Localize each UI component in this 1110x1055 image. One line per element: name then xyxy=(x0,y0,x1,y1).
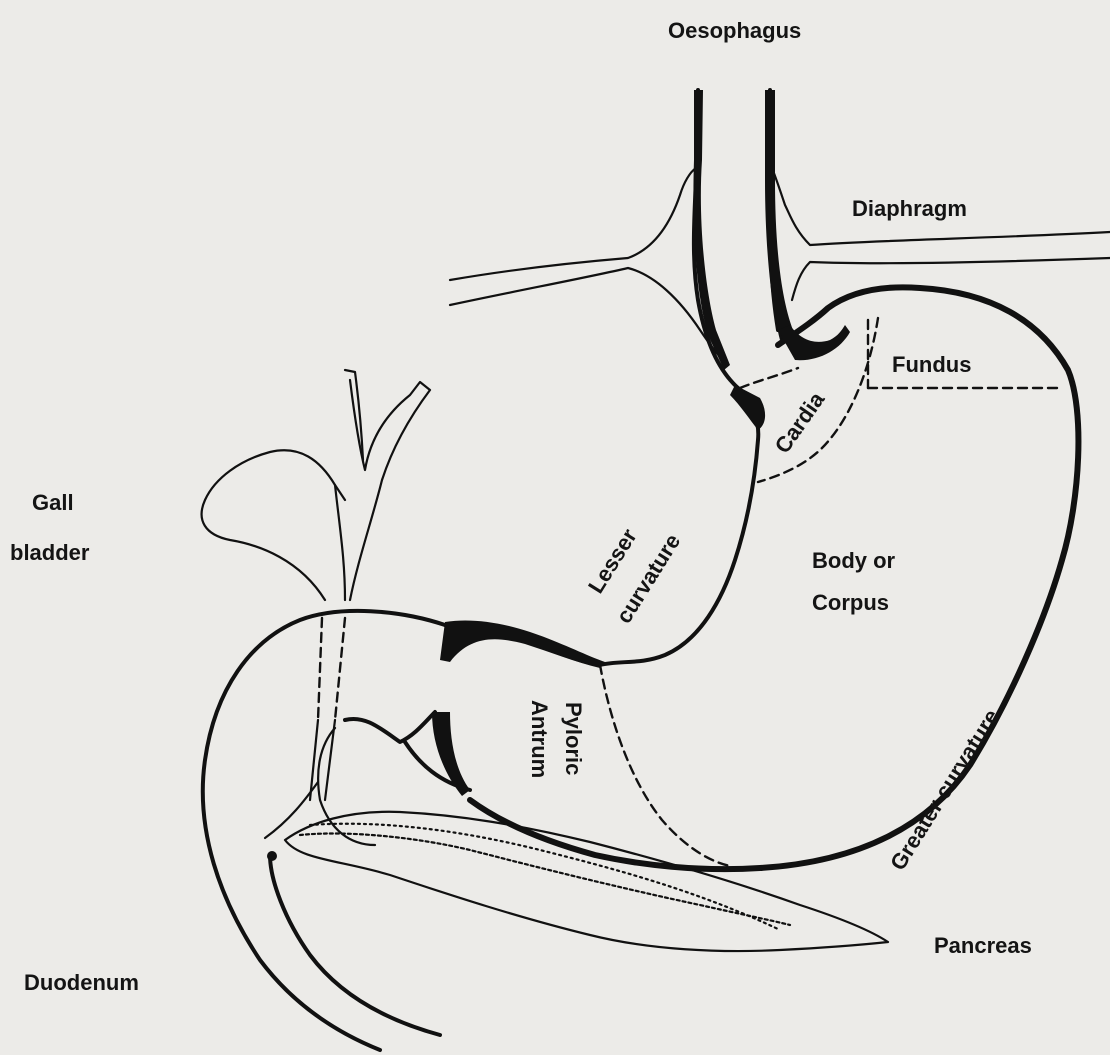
label-greater-curvature: Greater curvature xyxy=(885,705,1004,875)
label-body-or: Body or xyxy=(812,548,896,573)
label-bladder: bladder xyxy=(10,540,90,565)
pancreas xyxy=(285,812,888,951)
label-pancreas: Pancreas xyxy=(934,933,1032,958)
stomach-wall xyxy=(440,287,1078,869)
diaphragm-left xyxy=(450,168,728,365)
label-oesophagus: Oesophagus xyxy=(668,18,801,43)
gall-bladder xyxy=(202,370,430,800)
label-fundus: Fundus xyxy=(892,352,971,377)
label-duodenum: Duodenum xyxy=(24,970,139,995)
label-corpus: Corpus xyxy=(812,590,889,615)
label-cardia: Cardia xyxy=(770,387,830,458)
diaphragm-right xyxy=(772,168,1110,300)
label-antrum: Antrum xyxy=(527,700,552,778)
label-gall: Gall xyxy=(32,490,74,515)
label-diaphragm: Diaphragm xyxy=(852,196,967,221)
label-pyloric: Pyloric xyxy=(561,702,586,775)
